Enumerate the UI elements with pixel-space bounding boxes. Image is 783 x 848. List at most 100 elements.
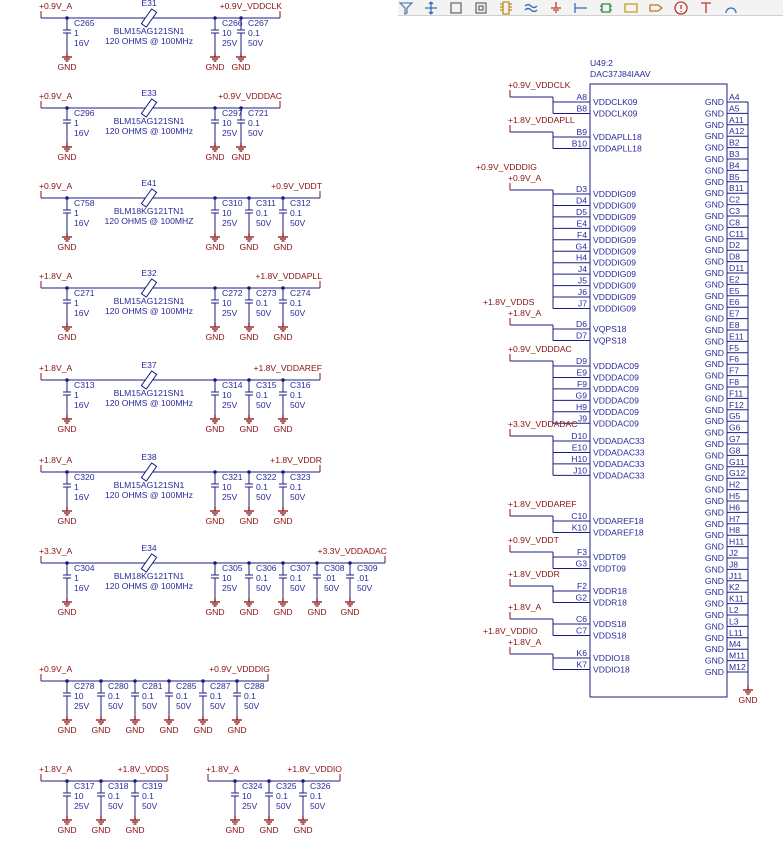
ferrite-ref: E41 [141,178,157,188]
pin-number: F12 [729,400,744,410]
ferrite-ref: E37 [141,360,157,370]
select-area-icon[interactable] [473,1,488,15]
pin-number: L3 [729,616,739,626]
cap-voltage: 16V [74,583,90,593]
select-rect-icon[interactable] [448,1,463,15]
text-icon[interactable] [698,1,713,15]
pin-number: E9 [576,367,587,377]
ground-icon[interactable] [548,1,563,15]
ground-label: GND [205,152,224,162]
net-label: +3.3V_VDDADAC [508,419,578,429]
ferrite-part: BLM15AG121SN1 [114,26,185,36]
diode-icon[interactable] [623,1,638,15]
pin-name: GND [705,382,724,392]
cap-value: 0.1 [210,691,222,701]
pin-number: J4 [578,264,587,274]
pin-number: E10 [572,442,588,452]
wire-icon[interactable] [573,1,588,15]
pin-number: F9 [577,379,587,389]
wave-icon[interactable] [523,1,538,15]
pin-name: GND [705,188,724,198]
net-label: +1.8V_A [39,363,72,373]
cap-voltage: 50V [248,38,264,48]
pin-number: F7 [729,366,739,376]
cap-voltage: 25V [222,583,238,593]
move-icon[interactable] [423,1,438,15]
pin-number: H9 [576,402,587,412]
component-icon[interactable] [498,0,513,15]
ic-body[interactable] [589,83,728,698]
cap-voltage: 50V [142,801,158,811]
ferrite-part: BLM15AG121SN1 [114,296,185,306]
pin-number: F8 [729,377,739,387]
ground-label: GND [231,62,250,72]
arc-icon[interactable] [723,1,738,15]
cap-voltage: 50V [142,701,158,711]
ground-symbol: GND [273,598,293,617]
cap-value: 0.1 [256,390,268,400]
no-erc-icon[interactable] [673,0,688,15]
chip-icon[interactable] [598,1,613,15]
cap-ref: C273 [256,288,277,298]
tag-icon[interactable] [648,1,663,15]
pin-number: C2 [729,195,740,205]
pin-number: D2 [729,240,740,250]
cap-voltage: 25V [74,701,90,711]
filter-icon[interactable] [398,1,413,15]
cap-value: 0.1 [108,791,120,801]
ground-label: GND [239,242,258,252]
ground-symbol: GND [239,415,259,434]
ground-label: GND [205,332,224,342]
net-label: +0.9V_A [39,91,72,101]
pin-name: VQPS18 [593,335,627,345]
ground-symbol: GND [259,816,279,835]
